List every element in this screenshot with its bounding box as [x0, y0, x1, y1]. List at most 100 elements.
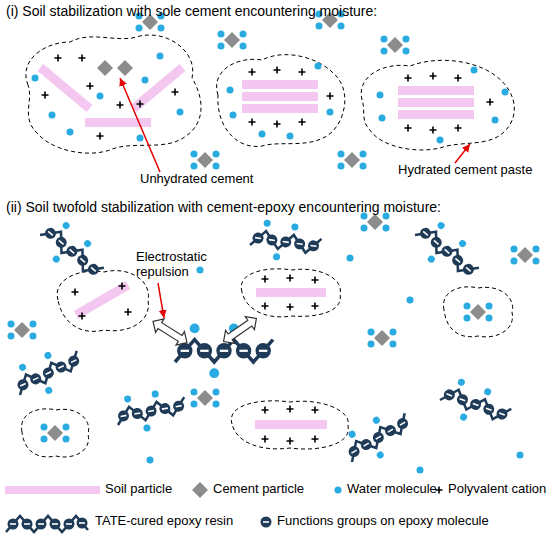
panel-two — [464, 303, 493, 322]
panel-two — [312, 436, 319, 443]
panel-one — [455, 125, 462, 132]
legend-text: Polyvalent cation — [448, 482, 546, 497]
panel-one — [42, 92, 49, 99]
panel-one — [259, 131, 266, 138]
legend-samples — [192, 482, 208, 498]
panel-two — [312, 407, 319, 414]
hydrated-paste-blob — [361, 60, 514, 150]
legend-samples — [335, 487, 342, 494]
soil-particle — [242, 80, 318, 89]
panel-heading: (i) Soil stabilization with sole cement … — [6, 3, 377, 19]
panel-one — [191, 151, 220, 170]
panel-two — [149, 315, 191, 350]
panel-two — [517, 452, 524, 459]
panel-one — [455, 75, 462, 82]
panel-one — [437, 137, 444, 144]
panel-one — [157, 53, 164, 60]
soil-particle — [398, 98, 474, 107]
callout-label: Unhydrated cement — [140, 172, 253, 187]
panel-one — [487, 99, 494, 106]
legend-samples — [261, 517, 272, 528]
panel-two — [8, 213, 540, 474]
legend-samples — [77, 518, 88, 529]
panel-one — [177, 109, 184, 116]
panel-one — [227, 87, 234, 94]
panel-one — [405, 75, 412, 82]
panel-one — [79, 55, 86, 62]
soil-particle — [256, 288, 326, 297]
panel-one — [230, 112, 237, 119]
panel-two — [175, 324, 273, 379]
panel-one — [137, 135, 144, 142]
pointer-arrow — [158, 283, 164, 318]
panel-two — [408, 214, 487, 289]
panel-two — [361, 213, 390, 232]
panel-two — [113, 386, 189, 437]
panel-one — [502, 89, 509, 96]
hydrated-paste-blob — [22, 409, 89, 457]
legend-text: Cement particle — [213, 482, 304, 497]
soil-particle — [398, 86, 474, 95]
hydrated-paste-blob — [26, 35, 201, 153]
soil-particle — [131, 64, 186, 112]
soil-particle — [85, 118, 151, 127]
panel-two — [287, 275, 294, 282]
panel-two — [287, 406, 294, 413]
legend-text: Functions groups on epoxy molecule — [277, 514, 489, 529]
panel-one — [172, 89, 179, 96]
panel-one — [274, 121, 281, 128]
panel-one — [471, 67, 478, 74]
panel-two — [41, 424, 70, 443]
panel-one — [274, 67, 281, 74]
panel-two — [262, 407, 269, 414]
hydrated-paste-blob — [57, 271, 148, 332]
panel-one — [287, 133, 294, 140]
callout-label: Hydrated cement paste — [398, 163, 532, 178]
soil-particle — [255, 420, 327, 429]
panel-one — [97, 133, 104, 140]
soil-particle — [242, 92, 318, 101]
panel-two — [312, 303, 319, 310]
legend-samples — [36, 519, 47, 530]
panel-one — [430, 127, 437, 134]
panel-one — [249, 119, 256, 126]
panel-two — [33, 214, 112, 289]
panel-two — [219, 312, 261, 348]
hydrated-paste-blob — [231, 401, 348, 449]
panel-two — [79, 313, 86, 320]
panel-one — [87, 83, 94, 90]
panel-one — [492, 117, 499, 124]
panel-one — [379, 115, 386, 122]
panel-one — [137, 101, 144, 108]
soil-particle — [398, 110, 474, 119]
panel-one — [377, 92, 384, 99]
legend-text: Soil particle — [105, 482, 172, 497]
legend-samples — [8, 519, 19, 530]
soil-particle — [38, 64, 93, 112]
legend-epoxy-sample — [6, 516, 88, 532]
panel-one — [327, 93, 334, 100]
panel-one — [55, 55, 62, 62]
panel-two — [511, 246, 540, 265]
panel-two — [338, 403, 418, 472]
hydrated-paste-blob — [217, 55, 345, 147]
pointer-arrow — [455, 144, 470, 163]
panel-two — [8, 321, 37, 340]
panel-one — [218, 31, 247, 50]
hydrated-paste-blob — [241, 269, 340, 317]
panel-two — [436, 374, 515, 435]
panel-one — [97, 60, 113, 76]
panel-one — [67, 129, 74, 136]
panel-heading: (ii) Soil twofold stabilization with cem… — [6, 199, 441, 215]
panel-two — [72, 289, 79, 296]
panel-one — [338, 151, 367, 170]
legend-samples — [50, 519, 61, 530]
panel-two — [262, 303, 269, 310]
pointer-arrow — [120, 78, 160, 172]
panel-two — [262, 436, 269, 443]
panel-one — [142, 77, 149, 84]
panel-one — [26, 11, 514, 173]
panel-two — [287, 438, 294, 445]
panel-two — [312, 277, 319, 284]
